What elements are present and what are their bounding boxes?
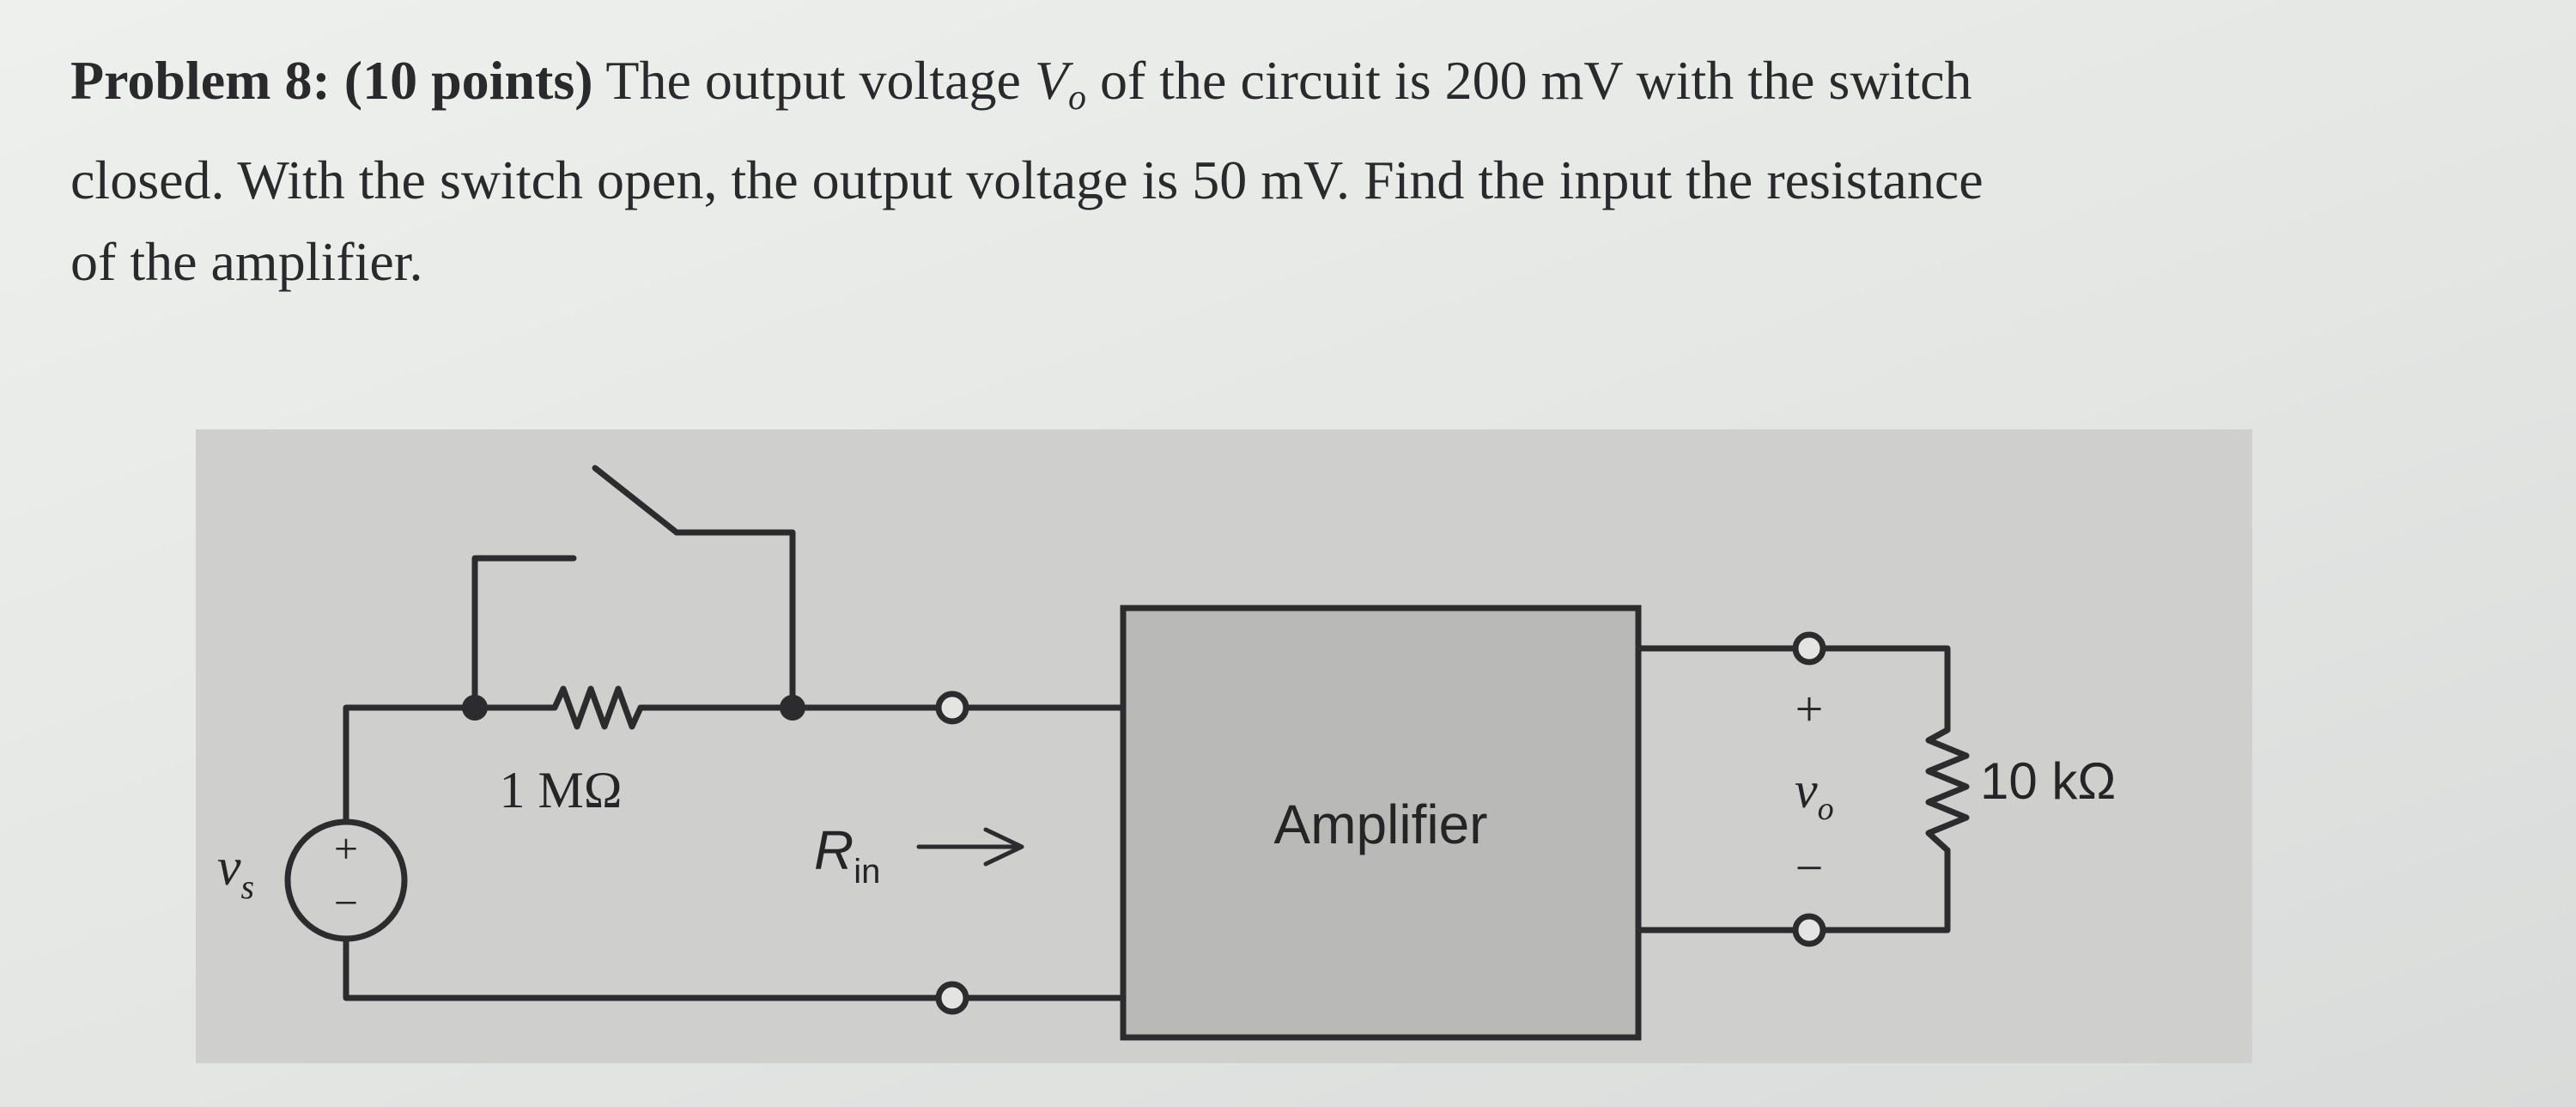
amplifier-label: Amplifier — [1274, 794, 1488, 855]
load-resistor-label: 10 kΩ — [1980, 752, 2116, 810]
wire-load-bottom — [1820, 847, 1951, 934]
output-minus-sign: − — [1795, 840, 1824, 896]
source-minus-sign: − — [334, 879, 358, 927]
amplifier-box — [1120, 605, 1642, 1041]
problem-points: (10 points) — [343, 50, 593, 111]
wire-switch-right — [673, 529, 796, 711]
wire-load-top — [1820, 645, 1951, 733]
output-voltage-label: vo — [1795, 762, 1834, 827]
wire-switch-left — [471, 555, 577, 711]
problem-text-1b: of the circuit is 200 mV with the switch — [1085, 50, 1972, 111]
source-label: vs — [217, 838, 254, 906]
problem-line-2: closed. With the switch open, the output… — [70, 149, 1984, 210]
output-voltage-symbol: V — [1034, 50, 1068, 111]
problem-line-3: of the amplifier. — [70, 231, 423, 292]
source-label-main: v — [217, 838, 241, 897]
rin-arrow — [916, 827, 1024, 867]
output-voltage-subscript: o — [1067, 78, 1086, 118]
output-label-main: v — [1795, 762, 1818, 818]
output-terminal-bottom — [1792, 913, 1826, 947]
junction-dot-left — [462, 695, 488, 721]
wire-source-bottom — [343, 935, 942, 1001]
voltage-source-symbol — [284, 818, 408, 942]
problem-number: Problem 8: — [70, 50, 331, 111]
rin-label-main: R — [814, 819, 854, 881]
switch-blade — [592, 465, 680, 536]
source-label-sub: s — [241, 867, 255, 906]
problem-line-1: Problem 8: (10 points) The output voltag… — [70, 40, 2337, 139]
source-plus-sign: + — [334, 824, 358, 873]
wire-source-top — [343, 704, 478, 825]
output-plus-sign: + — [1795, 681, 1824, 737]
input-terminal-top — [935, 690, 969, 725]
resistor-10k-symbol — [1925, 727, 1970, 854]
problem-text-1a: The output voltage — [592, 50, 1035, 111]
output-label-sub: o — [1818, 791, 1834, 827]
rin-label-sub: in — [854, 853, 880, 891]
output-terminal-top — [1792, 631, 1826, 666]
circuit-figure: 1 MΩ Rin Amplifier + − vs + vo − 10 kΩ — [196, 429, 2252, 1063]
problem-statement: Problem 8: (10 points) The output voltag… — [70, 40, 2337, 302]
circuit-diagram: 1 MΩ Rin Amplifier + − vs + vo − 10 kΩ — [217, 465, 2116, 1041]
resistor-1M-label: 1 MΩ — [500, 762, 623, 818]
resistor-1M-symbol — [471, 685, 796, 730]
input-terminal-bottom — [935, 981, 969, 1015]
rin-label: Rin — [814, 819, 880, 891]
junction-dot-right — [780, 695, 805, 721]
